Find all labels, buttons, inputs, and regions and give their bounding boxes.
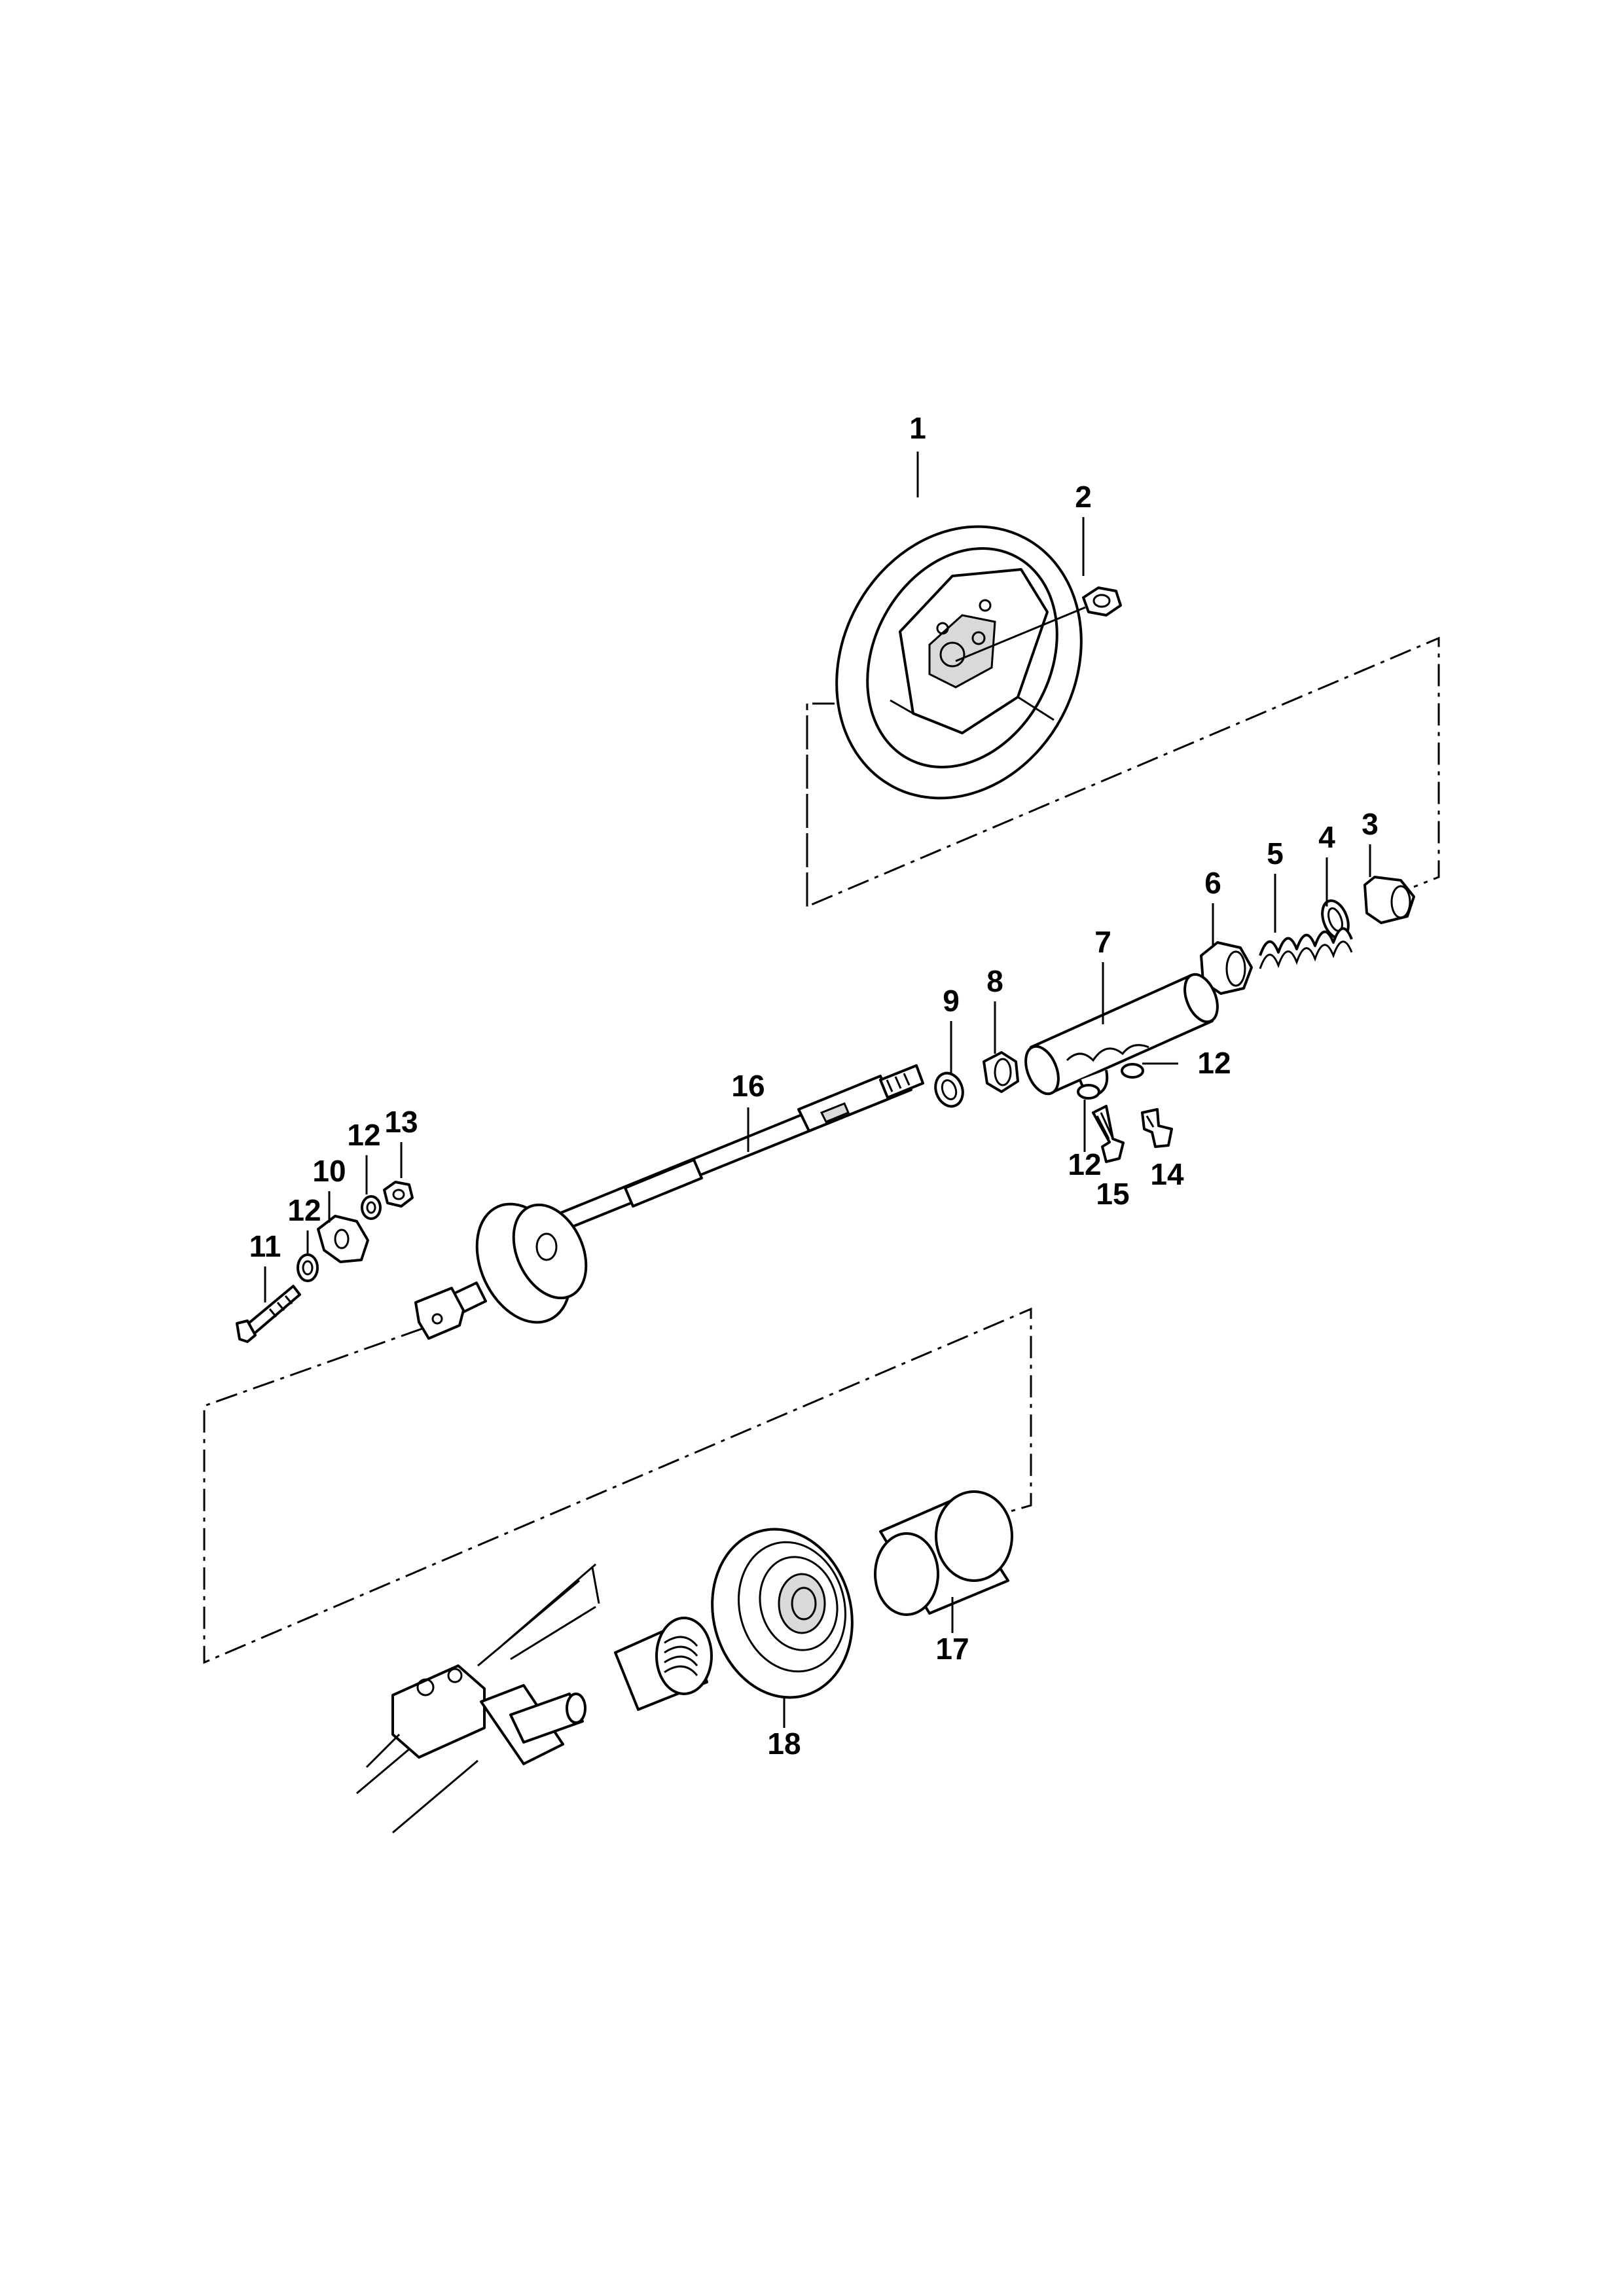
- callout-1: 1: [909, 411, 926, 445]
- callout-11: 11: [249, 1229, 281, 1263]
- callout-12-tube-left: 12: [1068, 1147, 1101, 1181]
- callout-14: 14: [1150, 1157, 1184, 1191]
- bolt-11: [236, 1285, 301, 1343]
- callout-12-clamp: 12: [287, 1193, 321, 1227]
- callout-18: 18: [767, 1727, 801, 1761]
- assembly-box-column-boot: [203, 1307, 1032, 1664]
- callout-2: 2: [1075, 480, 1092, 514]
- assembly-box-steering-wheel: [806, 636, 1440, 908]
- sleeve: [614, 1617, 713, 1711]
- ring-9: [934, 1071, 964, 1108]
- callout-13: 13: [384, 1105, 418, 1139]
- steering-shaft-16: [414, 1064, 924, 1340]
- leader-lines: [264, 452, 1371, 1728]
- washer-12-clamp: [297, 1253, 319, 1282]
- washer-12-tube-right: [1121, 1063, 1144, 1079]
- callout-12-tube-right: 12: [1197, 1046, 1231, 1080]
- callout-12-nut: 12: [347, 1118, 380, 1152]
- bolt-15: [1092, 1105, 1125, 1163]
- cover-cap-17: [874, 1490, 1013, 1616]
- column-tube-7: [1024, 973, 1219, 1096]
- washer-12-nut: [361, 1195, 382, 1220]
- washer-12-tube-left: [1077, 1084, 1100, 1100]
- bushing-3: [1363, 876, 1415, 924]
- callout-6: 6: [1204, 866, 1221, 900]
- callout-4: 4: [1318, 820, 1335, 854]
- callout-16: 16: [731, 1069, 765, 1103]
- callout-9: 9: [943, 984, 960, 1018]
- boot-18: [711, 1528, 854, 1699]
- spring-5: [1259, 927, 1353, 969]
- callouts: 1 2 3 4 5 6 7 8 9 10 11 12 12 12 12 13 1…: [249, 411, 1379, 1761]
- clamp-10: [317, 1215, 369, 1263]
- steering-wheel-nut: [1082, 586, 1122, 617]
- callout-8: 8: [986, 964, 1003, 998]
- callout-3: 3: [1362, 807, 1379, 841]
- callout-17: 17: [935, 1632, 969, 1666]
- nut-13: [383, 1181, 414, 1208]
- callout-5: 5: [1267, 836, 1284, 870]
- bolt-14: [1141, 1108, 1173, 1148]
- callout-10: 10: [312, 1154, 346, 1188]
- callout-15: 15: [1096, 1177, 1129, 1211]
- steering-column-housing: [356, 1563, 600, 1834]
- callout-7: 7: [1094, 925, 1111, 959]
- steering-wheel: [835, 525, 1083, 800]
- bearing-8: [983, 1051, 1019, 1093]
